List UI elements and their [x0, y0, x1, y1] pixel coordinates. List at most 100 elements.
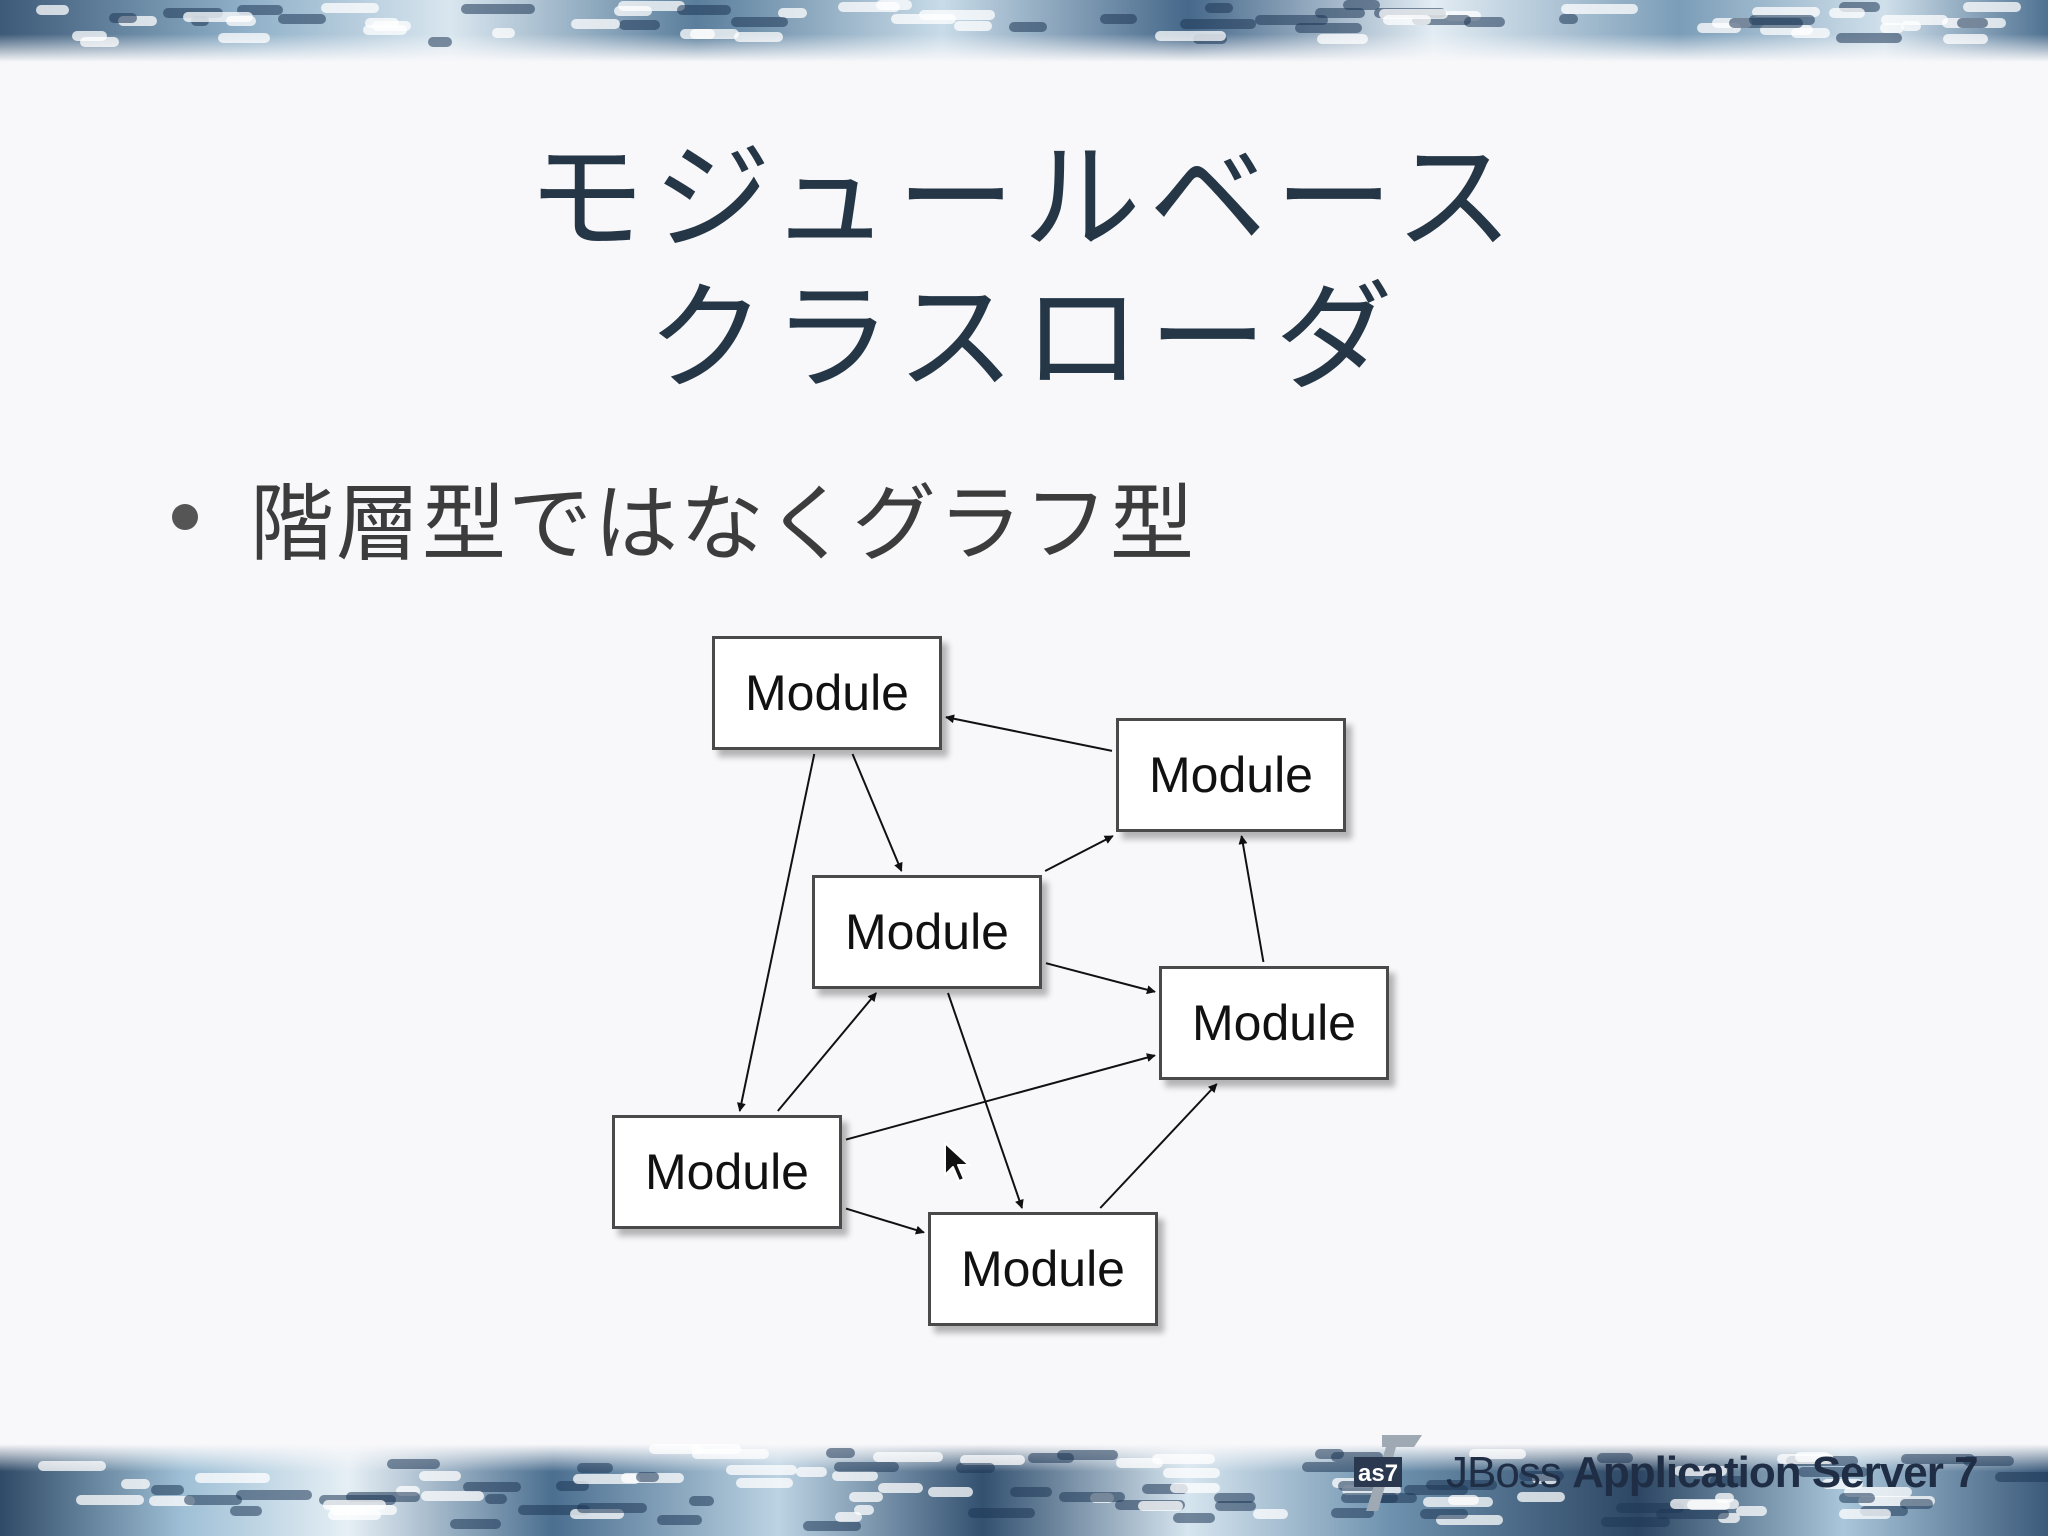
band-texture-pill	[485, 1494, 507, 1504]
band-texture-pill	[1180, 19, 1256, 29]
band-texture-pill	[149, 1496, 195, 1506]
band-texture-pill	[321, 3, 379, 13]
band-texture-pill	[1519, 1471, 1564, 1481]
band-texture-pill	[873, 1452, 943, 1462]
module-node: Module	[612, 1115, 842, 1229]
band-texture-pill	[1697, 23, 1741, 33]
band-texture-pill	[619, 20, 660, 30]
band-texture-pill	[421, 1491, 484, 1501]
band-texture-pill	[1009, 22, 1047, 32]
band-texture-pill	[1760, 25, 1813, 35]
band-texture-pill	[618, 1, 685, 11]
band-texture-pill	[109, 13, 137, 23]
dependency-arrow	[845, 1053, 1156, 1141]
band-texture-pill	[954, 21, 992, 31]
top-decorative-band	[0, 0, 2048, 62]
bullet-dot-icon	[172, 504, 198, 530]
band-texture-pill	[1315, 8, 1365, 18]
jboss-as7-logo: as7 JBoss Application Server 7	[1352, 1428, 1979, 1518]
band-texture-pill	[680, 29, 739, 39]
band-texture-pill	[577, 1463, 613, 1473]
band-texture-pill	[1420, 1509, 1468, 1519]
module-node: Module	[1159, 966, 1389, 1080]
band-texture-pill	[72, 31, 107, 41]
band-texture-pill	[636, 1472, 659, 1482]
module-node: Module	[812, 875, 1042, 989]
band-texture-pill	[1214, 1493, 1255, 1503]
band-texture-pill	[419, 1471, 461, 1481]
band-texture-pill	[328, 1510, 381, 1520]
band-texture-pill	[1791, 28, 1830, 38]
band-texture-pill	[218, 33, 270, 43]
dependency-arrow	[1099, 1083, 1218, 1209]
band-texture-pill	[1963, 1456, 2014, 1466]
band-texture-pill	[183, 12, 253, 22]
band-texture-pill	[492, 28, 515, 38]
slide-title: モジュールベース クラスローダ	[0, 128, 2048, 408]
band-texture-pill	[736, 1478, 793, 1488]
band-texture-pill	[237, 5, 283, 15]
band-texture-pill	[1839, 2, 1880, 12]
band-texture-pill	[278, 14, 326, 24]
band-texture-pill	[803, 1521, 861, 1531]
module-node: Module	[712, 636, 942, 750]
band-texture-pill	[1718, 1513, 1740, 1523]
band-texture-pill	[1715, 1493, 1734, 1503]
logo-mark-text: as7	[1358, 1460, 1398, 1487]
band-texture-pill	[649, 1444, 703, 1454]
band-texture-pill	[1028, 1453, 1074, 1463]
band-texture-pill	[968, 1508, 1035, 1518]
dependency-arrow	[845, 1207, 925, 1235]
dependency-arrow	[947, 992, 1024, 1209]
band-texture-pill	[363, 25, 407, 35]
band-texture-pill	[387, 1459, 440, 1469]
band-texture-pill	[463, 1482, 521, 1492]
product-name-bold: Application Server 7	[1572, 1448, 1978, 1497]
dependency-arrow	[736, 753, 816, 1112]
band-texture-pill	[1404, 1485, 1468, 1495]
band-texture-pill	[1302, 1462, 1367, 1472]
band-texture-pill	[428, 37, 452, 47]
band-texture-pill	[1795, 1452, 1830, 1462]
mouse-pointer-icon	[944, 1142, 970, 1182]
band-texture-pill	[1331, 1508, 1374, 1518]
band-texture-pill	[960, 1455, 1025, 1465]
band-texture-pill	[878, 1483, 923, 1493]
band-texture-pill	[1829, 8, 1865, 18]
band-texture-pill	[1822, 1479, 1863, 1489]
band-texture-pill	[826, 1448, 855, 1458]
band-texture-pill	[1749, 15, 1815, 25]
dependency-arrow	[1238, 835, 1265, 963]
band-texture-pill	[1423, 1497, 1493, 1507]
band-texture-pill	[919, 10, 995, 20]
band-texture-pill	[184, 1495, 242, 1505]
band-texture-pill	[778, 8, 807, 18]
band-texture-pill	[1517, 1492, 1565, 1502]
band-texture-pill	[876, 0, 912, 10]
band-texture-pill	[731, 17, 788, 27]
module-node: Module	[1116, 718, 1346, 832]
dependency-arrow	[777, 992, 877, 1112]
band-texture-pill	[1963, 2, 2021, 12]
band-texture-pill	[726, 1465, 797, 1475]
band-texture-pill	[838, 2, 900, 12]
band-texture-pill	[450, 1519, 501, 1529]
band-texture-pill	[1957, 18, 1988, 28]
band-texture-pill	[1736, 1506, 1767, 1516]
band-texture-pill	[1616, 1503, 1684, 1513]
band-texture-pill	[1253, 1509, 1288, 1519]
dependency-arrow	[1044, 835, 1114, 872]
band-texture-pill	[1155, 31, 1226, 41]
band-texture-pill	[121, 1479, 150, 1489]
band-texture-pill	[1315, 1449, 1344, 1459]
band-texture-pill	[832, 1471, 878, 1481]
band-texture-pill	[1100, 14, 1137, 24]
band-texture-pill	[689, 1496, 714, 1506]
band-texture-pill	[1901, 1454, 1975, 1464]
bullet-item: 階層型ではなくグラフ型	[172, 462, 1196, 573]
slide-title-line-1: モジュールベース	[527, 129, 1521, 267]
band-texture-pill	[1170, 1483, 1220, 1493]
band-texture-pill	[236, 1490, 312, 1500]
band-texture-pill	[1656, 1509, 1729, 1519]
